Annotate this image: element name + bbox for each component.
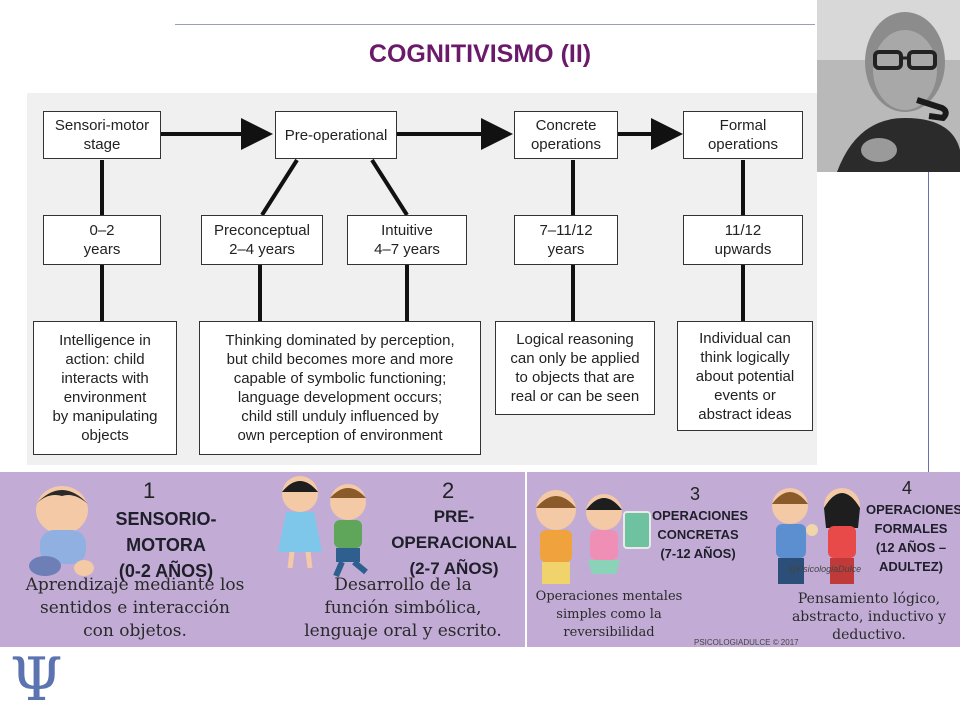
diagram-connectors [100,118,745,321]
stage-box-concrete-operations: Concrete operations [514,111,618,159]
age-box-11-upwards: 11/12 upwards [683,215,803,265]
description-box-pre-operational: Thinking dominated by perception, but ch… [199,321,481,455]
stage-number-4: 4 [902,478,913,498]
copyright-credit: PSICOLOGIADULCE © 2017 [694,638,799,647]
stage-name-3: OPERACIONES CONCRETAS (7-12 AÑOS) [652,508,749,561]
watermark: @PsicologiaDulce [788,564,862,574]
right-rule [928,172,929,472]
age-box-0-2: 0–2 years [43,215,161,265]
age-box-intuitive: Intuitive 4–7 years [347,215,467,265]
stage-box-sensori-motor: Sensori-motor stage [43,111,161,159]
description-box-concrete-operations: Logical reasoning can only be applied to… [495,321,655,415]
stage-description-4: Pensamiento lógico, abstracto, inductivo… [791,591,947,643]
baby-illustration [29,486,94,576]
portrait-photo [817,0,960,172]
stage-number-1: 1 [143,478,156,503]
description-box-sensori-motor: Intelligence in action: child interacts … [33,321,177,455]
piaget-stage-diagram: Sensori-motor stage Pre-operational Conc… [27,93,817,465]
stage-name-1: SENSORIO-MOTORA (0-2 AÑOS) [115,509,217,581]
stage-description-3: Operaciones mentales simples como la rev… [535,589,683,640]
stage-name-2: PRE-OPERACIONAL (2-7 AÑOS) [391,507,517,578]
stage-box-pre-operational: Pre-operational [275,111,397,159]
connector-2a [260,158,299,217]
stage-box-formal-operations: Formal operations [683,111,803,159]
stage-description-2: Desarrollo de la función simbólica, leng… [304,575,502,641]
stage-number-3: 3 [690,484,701,504]
slide-title: COGNITIVISMO (II) [368,40,592,68]
children-illustrations [29,476,860,584]
panel-separator [525,472,527,647]
older-children-illustration [772,488,860,584]
stages-infographic: 1 SENSORIO-MOTORA (0-2 AÑOS) Aprendizaje… [0,472,960,647]
description-box-formal-operations: Individual can think logically about pot… [677,321,813,431]
stage-name-4: OPERACIONES FORMALES (12 AÑOS – ADULTEZ) [866,502,960,574]
portrait-illustration [817,0,960,172]
stage-number-2: 2 [442,478,455,503]
two-children-illustration [278,476,368,578]
age-box-7-12: 7–11/12 years [514,215,618,265]
stage-description-1: Aprendizaje mediante los sentidos e inte… [25,575,245,641]
connector-2b [370,158,409,217]
psi-logo-icon: Ψ [10,645,63,715]
school-children-illustration [536,490,651,584]
top-rule [175,24,815,25]
age-box-preconceptual: Preconceptual 2–4 years [201,215,323,265]
